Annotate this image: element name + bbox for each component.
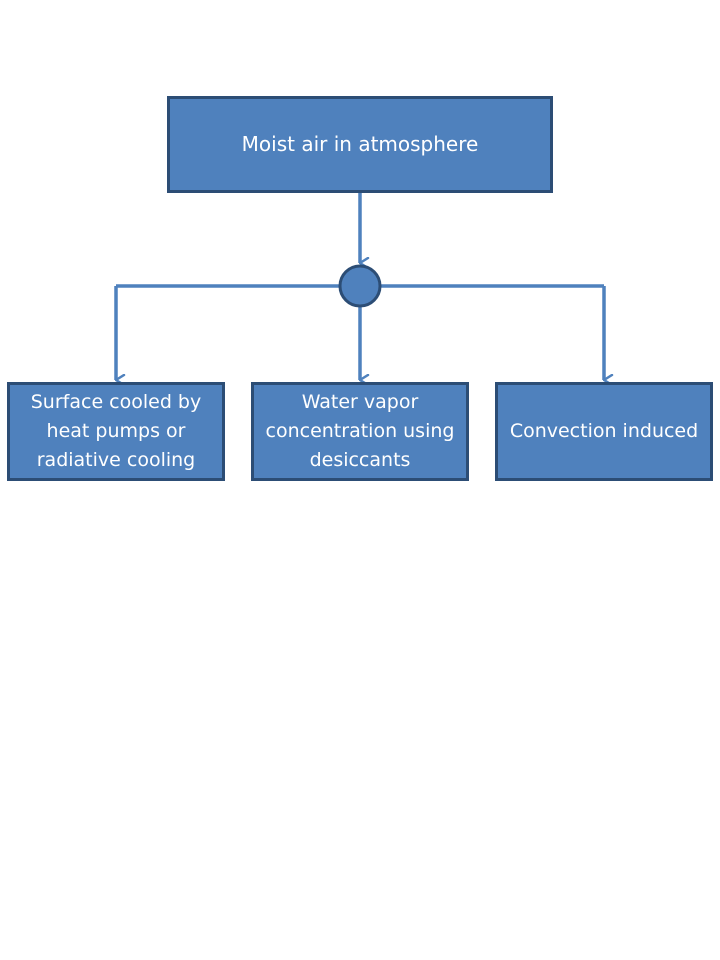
- child-node-surface-cooled: Surface cooled by heat pumps or radiativ…: [7, 382, 225, 481]
- child-node-water-vapor: Water vapor concentration using desiccan…: [251, 382, 469, 481]
- root-node-label: Moist air in atmosphere: [241, 132, 479, 156]
- root-node: Moist air in atmosphere: [167, 96, 553, 193]
- child-node-convection: Convection induced: [495, 382, 713, 481]
- child-node-water-vapor-label: Water vapor concentration using desiccan…: [265, 391, 455, 471]
- child-node-surface-cooled-label: Surface cooled by heat pumps or radiativ…: [30, 391, 202, 471]
- junction-node: [338, 264, 382, 308]
- child-node-convection-label: Convection induced: [509, 420, 699, 442]
